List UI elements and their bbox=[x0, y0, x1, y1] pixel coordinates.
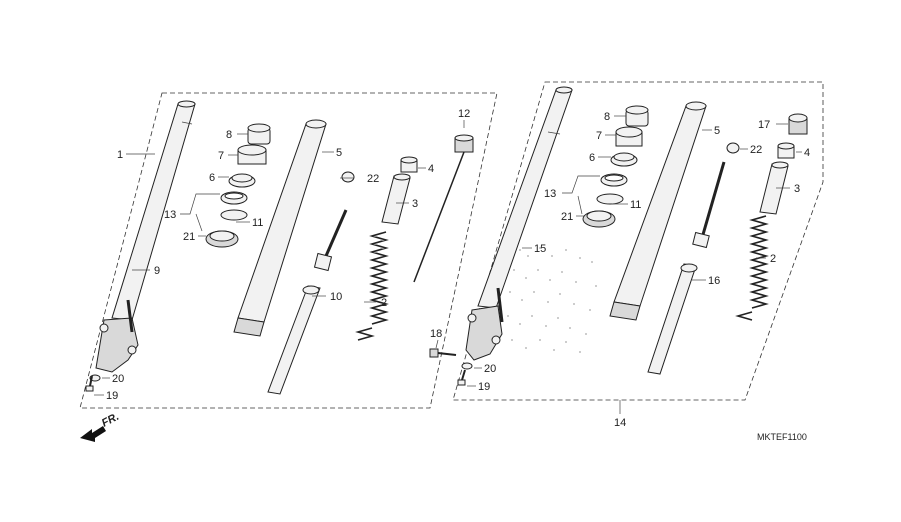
cap-4-right[interactable] bbox=[777, 142, 795, 159]
back-up-ring-13-right[interactable] bbox=[600, 173, 628, 187]
callout-19-right: 19 bbox=[478, 381, 490, 393]
right-fork-assembly: 8 7 6 13 21 11 15 5 22 17 4 3 16 2 18 20… bbox=[429, 81, 824, 429]
callout-22-right: 22 bbox=[750, 144, 762, 156]
brake-caliper-dotted-outline bbox=[507, 247, 597, 353]
right-callouts: 8 7 6 13 21 11 15 5 22 17 4 3 16 2 18 20… bbox=[430, 111, 810, 429]
outer-tube-right[interactable] bbox=[465, 86, 573, 361]
damper-rod-10-left[interactable] bbox=[267, 209, 348, 395]
damper-rod-16-right[interactable] bbox=[647, 161, 726, 375]
callout-16-right: 16 bbox=[708, 275, 720, 287]
guide-bushing-21-left[interactable] bbox=[205, 230, 239, 248]
front-arrow-icon bbox=[80, 426, 106, 442]
callout-5-left: 5 bbox=[336, 147, 342, 159]
stopper-ring-7-right[interactable] bbox=[615, 126, 643, 147]
callout-3-left: 3 bbox=[412, 198, 418, 210]
stopper-ring-7-left[interactable] bbox=[237, 144, 267, 165]
callout-4-right: 4 bbox=[804, 147, 810, 159]
back-up-ring-13-left[interactable] bbox=[220, 191, 248, 205]
dust-seal-8-right[interactable] bbox=[625, 105, 649, 127]
slider-bushing-11-right[interactable] bbox=[596, 193, 624, 205]
callout-8-left: 8 bbox=[226, 129, 232, 141]
front-label: FR. bbox=[100, 411, 121, 430]
front-direction-indicator: FR. bbox=[80, 411, 121, 442]
callout-11-left: 11 bbox=[252, 217, 263, 229]
right-leader-lines bbox=[435, 115, 802, 414]
callout-17-right: 17 bbox=[758, 119, 770, 131]
bolt-18-right[interactable] bbox=[429, 348, 457, 358]
cap-4-left[interactable] bbox=[400, 156, 418, 173]
spacer-3-right[interactable] bbox=[759, 161, 789, 215]
spacer-3-left[interactable] bbox=[381, 173, 411, 225]
callout-11-right: 11 bbox=[630, 199, 641, 211]
bolt-19-right[interactable] bbox=[457, 369, 466, 386]
callout-9-left: 9 bbox=[154, 265, 160, 277]
callout-7-right: 7 bbox=[596, 130, 602, 142]
callout-1-left: 1 bbox=[117, 149, 123, 161]
callout-6-right: 6 bbox=[589, 152, 595, 164]
callout-6-left: 6 bbox=[209, 172, 215, 184]
oil-seal-6-left[interactable] bbox=[228, 173, 256, 188]
callout-10-left: 10 bbox=[330, 291, 342, 303]
left-leader-lines bbox=[94, 120, 465, 396]
callout-12-left: 12 bbox=[458, 108, 470, 120]
callout-5-right: 5 bbox=[714, 125, 720, 137]
callout-3-right: 3 bbox=[794, 183, 800, 195]
spring-2-right[interactable] bbox=[735, 215, 769, 321]
callout-7-left: 7 bbox=[218, 150, 224, 162]
callout-20-right: 20 bbox=[484, 363, 496, 375]
callout-22-left: 22 bbox=[367, 173, 379, 185]
callout-13-right: 13 bbox=[544, 188, 556, 200]
callout-19-left: 19 bbox=[106, 390, 118, 402]
guide-bushing-21-right[interactable] bbox=[582, 210, 616, 228]
washer-20-right[interactable] bbox=[461, 362, 473, 370]
outer-tube-left[interactable] bbox=[95, 100, 196, 373]
callout-8-right: 8 bbox=[604, 111, 610, 123]
callout-21-right: 21 bbox=[561, 211, 573, 223]
nut-22-left[interactable] bbox=[341, 171, 355, 183]
fork-tube-5-left[interactable] bbox=[233, 119, 327, 337]
left-callouts: 1 8 7 6 13 21 11 9 5 22 4 3 12 10 2 20 1… bbox=[106, 108, 470, 402]
callout-21-left: 21 bbox=[183, 231, 195, 243]
callout-18-right: 18 bbox=[430, 328, 442, 340]
callout-14-right: 14 bbox=[614, 417, 626, 429]
bolt-19-left[interactable] bbox=[85, 375, 94, 392]
callout-2-right: 2 bbox=[770, 253, 776, 265]
slider-bushing-11-left[interactable] bbox=[220, 209, 248, 221]
left-fork-assembly: 1 8 7 6 13 21 11 9 5 22 4 3 12 10 2 20 1… bbox=[79, 92, 498, 409]
callout-2-left: 2 bbox=[381, 297, 387, 309]
spring-2-left[interactable] bbox=[355, 231, 389, 341]
callout-4-left: 4 bbox=[428, 163, 434, 175]
callout-15-right: 15 bbox=[534, 243, 546, 255]
adjuster-17-right[interactable] bbox=[788, 113, 808, 135]
nut-22-right[interactable] bbox=[726, 142, 740, 154]
fork-tube-5-right[interactable] bbox=[609, 101, 707, 321]
callout-20-left: 20 bbox=[112, 373, 124, 385]
left-assembly-frame bbox=[79, 92, 498, 409]
callout-13-left: 13 bbox=[164, 209, 176, 221]
diagram-code: MKTEF1100 bbox=[757, 432, 807, 442]
adjuster-rod-12-left[interactable] bbox=[413, 134, 474, 283]
dust-seal-8-left[interactable] bbox=[247, 123, 271, 145]
oil-seal-6-right[interactable] bbox=[610, 152, 638, 167]
